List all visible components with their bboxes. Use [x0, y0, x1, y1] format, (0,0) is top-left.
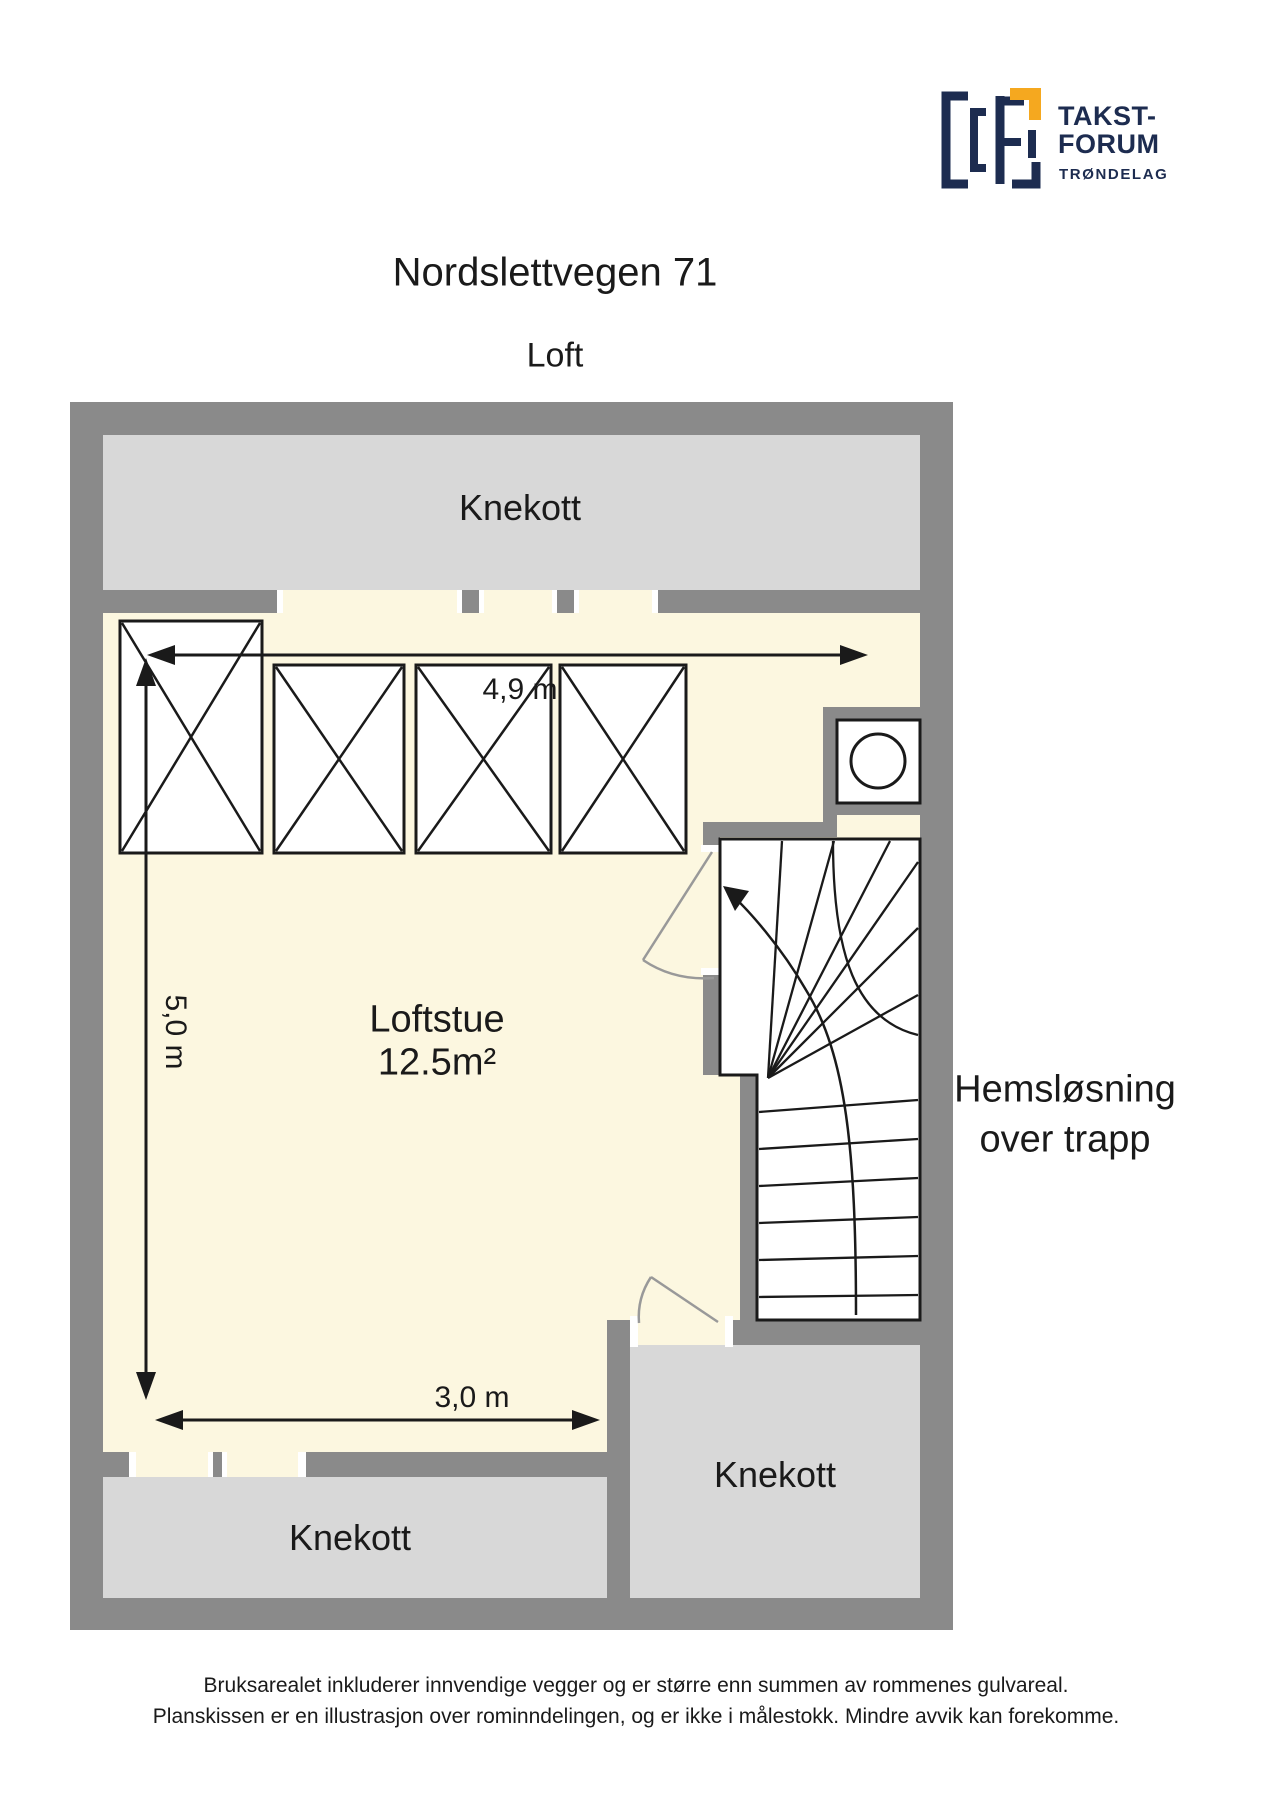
label-hemslosning-line1: Hemsløsning	[954, 1068, 1176, 1111]
room-label-loftstue-area: 12.5m²	[377, 1041, 497, 1084]
window-slit	[298, 1452, 306, 1477]
wall-segment	[103, 590, 277, 613]
wall-segment	[703, 822, 837, 837]
window-slit	[574, 590, 579, 613]
wall-opening	[227, 1452, 298, 1477]
window-slit	[222, 1452, 227, 1477]
window-slit	[277, 590, 283, 613]
window-slit	[457, 590, 462, 613]
wall-segment	[823, 707, 920, 720]
room-knekott-bottom-right-floor	[630, 1345, 920, 1598]
wall-opening	[283, 590, 457, 613]
wall-segment	[740, 1075, 757, 1320]
room-label-knekott-bottom-left: Knekott	[288, 1517, 412, 1558]
door-jamb	[701, 968, 722, 975]
wall-segment	[703, 975, 720, 1062]
floor-notch	[837, 815, 920, 837]
takstforum-logo-icon	[941, 88, 1041, 189]
wall-segment	[103, 1452, 129, 1477]
wall-post	[557, 590, 574, 613]
outer-wall-right	[920, 402, 953, 1630]
window-slit	[652, 590, 658, 613]
wall-opening	[579, 590, 652, 613]
door-jamb	[701, 845, 722, 852]
wall-segment	[703, 837, 720, 845]
outer-wall-top	[70, 402, 953, 435]
room-label-knekott-bottom-right: Knekott	[713, 1454, 837, 1495]
wall-segment	[703, 1062, 760, 1075]
room-knekott-bottom-left-floor	[103, 1477, 607, 1598]
window-slit	[208, 1452, 213, 1477]
logo-text-line3: TRØNDELAG	[1059, 166, 1169, 183]
wall-segment	[306, 1452, 630, 1477]
logo-text-line1: TAKST-	[1058, 101, 1157, 131]
wall-segment	[823, 707, 837, 837]
room-label-loftstue: Loftstue	[369, 998, 505, 1041]
footer-disclaimer-line1: Bruksarealet inkluderer innvendige vegge…	[203, 1674, 1069, 1697]
dimension-label-width-bottom: 3,0 m	[434, 1381, 510, 1414]
logo-text-line2: FORUM	[1058, 129, 1160, 159]
label-hemslosning-line2: over trapp	[979, 1118, 1151, 1161]
window-slit	[129, 1452, 136, 1477]
door-jamb	[630, 1316, 638, 1347]
room-knekott-top-floor	[103, 435, 920, 590]
footer-disclaimer-line2: Planskissen er en illustrasjon over romi…	[152, 1705, 1120, 1728]
window-slit	[479, 590, 484, 613]
wall-segment	[658, 590, 920, 613]
wall-opening	[136, 1452, 208, 1477]
room-label-knekott-top: Knekott	[458, 487, 582, 528]
wall-opening	[484, 590, 552, 613]
outer-wall-left	[70, 402, 103, 1630]
dimension-label-width-top: 4,9 m	[482, 673, 558, 706]
dimension-label-height-left: 5,0 m	[159, 994, 192, 1070]
outer-wall-bottom	[70, 1597, 953, 1630]
page-title: Nordslettvegen 71	[392, 250, 718, 295]
wall-segment	[733, 1320, 920, 1345]
door-jamb	[725, 1316, 733, 1347]
wall-post	[462, 590, 479, 613]
wall-segment	[837, 803, 920, 815]
window-slit	[552, 590, 557, 613]
page-subtitle: Loft	[526, 336, 584, 375]
wall-post	[213, 1452, 222, 1477]
